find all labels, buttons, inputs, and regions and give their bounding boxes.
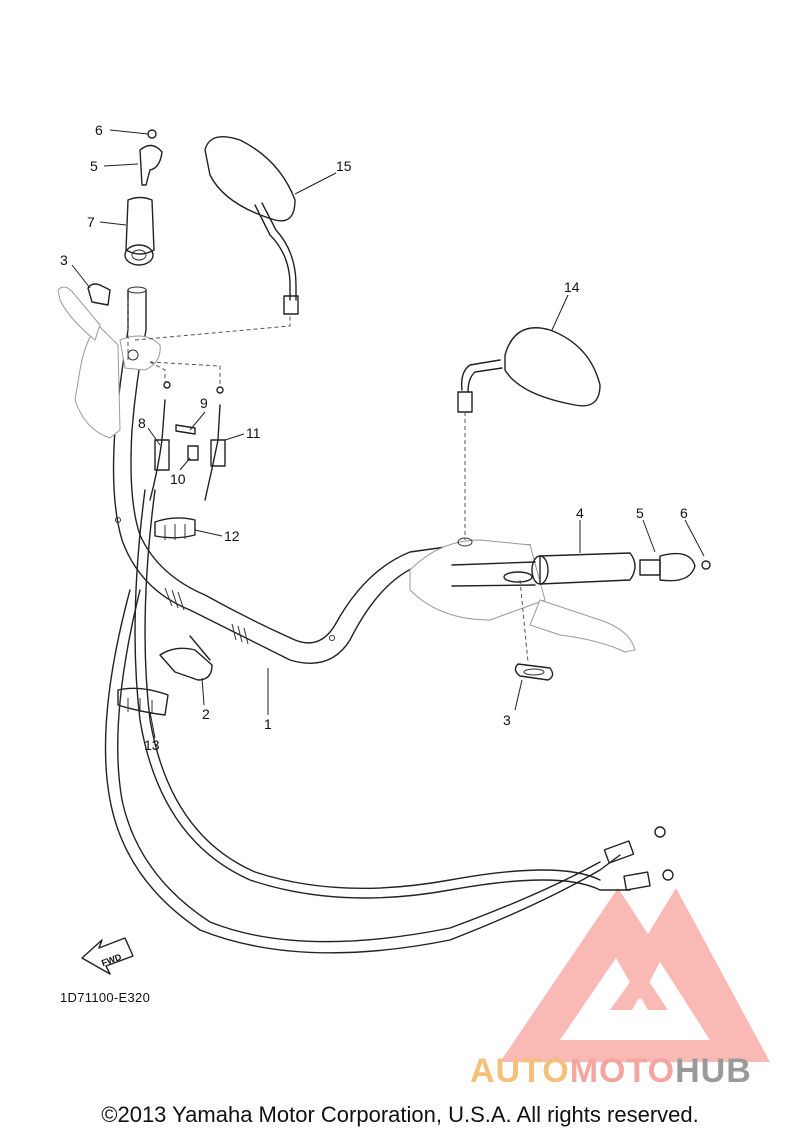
callout-7: 7	[87, 214, 95, 230]
mirror-right	[457, 327, 601, 413]
throttle-cables	[104, 489, 674, 954]
mirror-left	[204, 136, 299, 315]
callout-3-right: 3	[503, 712, 511, 728]
callout-15: 15	[336, 158, 352, 174]
right-grip-end	[639, 552, 711, 582]
lever-cables	[149, 381, 226, 501]
brand-moto: MOTO	[569, 1052, 676, 1090]
callout-4: 4	[576, 505, 584, 521]
callout-5-right: 5	[636, 505, 644, 521]
right-grip	[451, 552, 636, 587]
callout-13: 13	[144, 737, 160, 753]
callout-10: 10	[170, 471, 186, 487]
callout-2: 2	[202, 706, 210, 722]
brand-auto: AUTO	[470, 1052, 570, 1090]
left-switch-ghost	[57, 286, 161, 439]
fwd-arrow: FWD	[81, 937, 134, 975]
assembly-guides	[127, 300, 529, 663]
watermark-brand: AUTOMOTOHUB	[470, 1052, 752, 1091]
callout-9: 9	[200, 395, 208, 411]
cable-holder-12	[154, 517, 196, 540]
cable-clamp-2	[159, 635, 213, 681]
right-clamp	[514, 663, 554, 681]
brand-hub: HUB	[675, 1052, 752, 1090]
callout-1: 1	[264, 716, 272, 732]
fwd-label: FWD	[100, 952, 123, 969]
callout-6-right: 6	[680, 505, 688, 521]
watermark-logo	[500, 888, 770, 1062]
left-clamp	[87, 283, 111, 306]
callout-11: 11	[246, 425, 261, 441]
cable-holder-13	[117, 687, 169, 716]
callout-14: 14	[564, 279, 580, 295]
callout-labels: 6 5 7 3 15 14 4 5 6 8 9 10 11 12 2 1 3 1…	[60, 122, 688, 753]
callout-3-left: 3	[60, 252, 68, 268]
callout-6-left: 6	[95, 122, 103, 138]
callout-8: 8	[138, 415, 146, 431]
callout-5-left: 5	[90, 158, 98, 174]
leader-lines	[71, 129, 705, 739]
right-switch-ghost	[409, 537, 636, 653]
copyright-notice: ©2013 Yamaha Motor Corporation, U.S.A. A…	[101, 1102, 699, 1127]
diagram-code: 1D71100-E320	[60, 990, 151, 1005]
left-grip	[124, 129, 163, 266]
callout-12: 12	[224, 528, 240, 544]
